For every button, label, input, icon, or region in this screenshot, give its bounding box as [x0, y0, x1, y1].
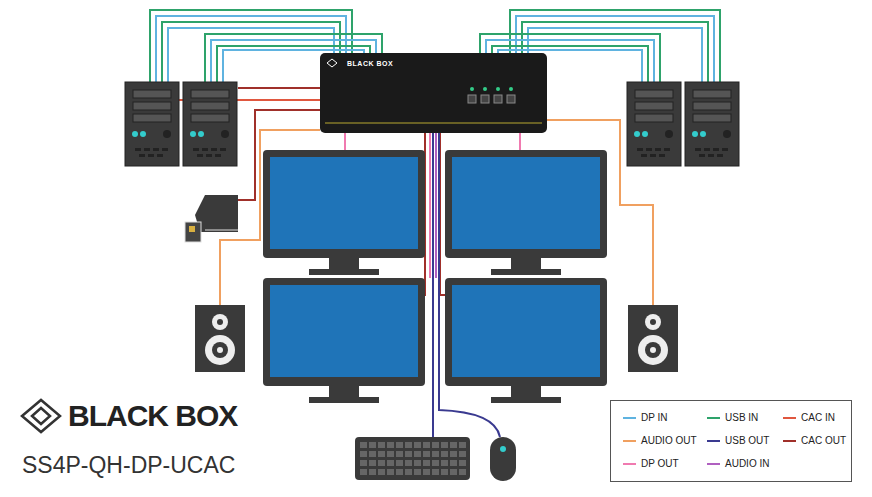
- legend-swatch: [707, 417, 720, 419]
- legend-text: CAC IN: [801, 412, 835, 423]
- legend-text: USB IN: [725, 412, 758, 423]
- legend-text: DP OUT: [641, 458, 679, 469]
- device-logo: BLACK BOX: [347, 60, 393, 67]
- legend-text: AUDIO IN: [725, 458, 769, 469]
- legend-item: CAC IN: [783, 412, 835, 423]
- legend-swatch: [783, 417, 796, 419]
- model-number: SS4P-QH-DP-UCAC: [22, 452, 235, 479]
- legend-text: USB OUT: [725, 435, 769, 446]
- kvm-switch: BLACK BOX: [320, 53, 547, 133]
- legend-swatch: [623, 440, 636, 442]
- legend-swatch: [783, 440, 796, 442]
- legend-item: CAC OUT: [783, 435, 846, 446]
- legend-item: USB IN: [707, 412, 758, 423]
- legend-box: DP IN USB IN CAC IN AUDIO OUT USB OUT CAC OUT…: [610, 400, 852, 482]
- legend-text: CAC OUT: [801, 435, 846, 446]
- brand-logo: BLACK BOX: [68, 399, 237, 433]
- legend-swatch: [623, 463, 636, 465]
- legend-text: DP IN: [641, 412, 668, 423]
- legend-swatch: [707, 463, 720, 465]
- legend-item: USB OUT: [707, 435, 769, 446]
- legend-item: AUDIO IN: [707, 458, 769, 469]
- legend-item: DP IN: [623, 412, 668, 423]
- legend-swatch: [623, 417, 636, 419]
- legend-item: DP OUT: [623, 458, 679, 469]
- legend-item: AUDIO OUT: [623, 435, 697, 446]
- legend-text: AUDIO OUT: [641, 435, 697, 446]
- legend-swatch: [707, 440, 720, 442]
